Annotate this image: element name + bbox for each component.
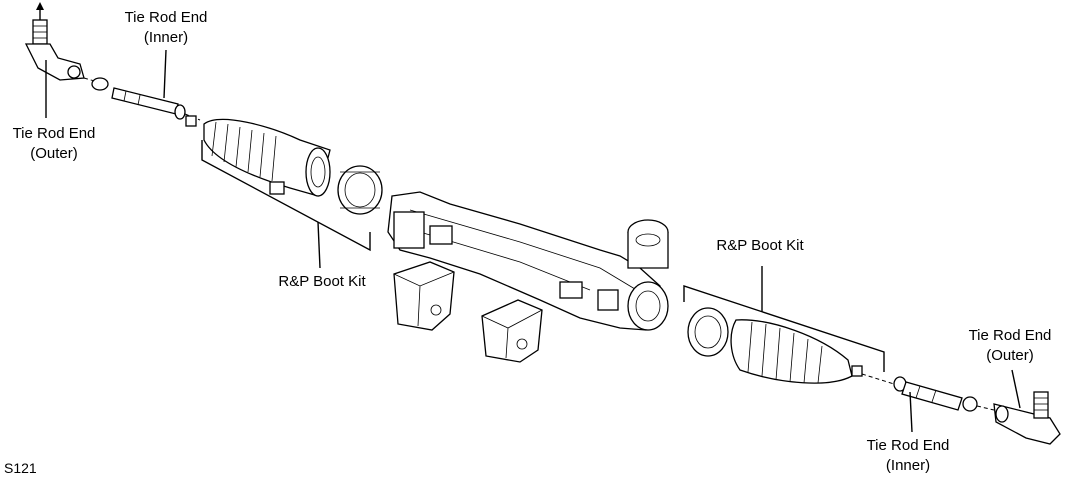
sheet-id: S121 <box>4 460 37 476</box>
label-tie-rod-outer-right: Tie Rod End (Outer) <box>958 326 1062 366</box>
label-text: R&P Boot Kit <box>278 273 366 290</box>
label-line-1: Tie Rod End <box>968 327 1052 344</box>
label-tie-rod-inner-left: Tie Rod End (Inner) <box>116 8 216 48</box>
left-inner-tie-rod-end <box>91 77 201 127</box>
right-inner-tie-rod-end <box>893 376 995 412</box>
left-outer-tie-rod-end <box>24 2 99 83</box>
label-text: R&P Boot Kit <box>716 237 804 254</box>
left-boot-clamp <box>337 165 383 215</box>
label-tie-rod-inner-right: Tie Rod End (Inner) <box>856 436 960 476</box>
mount-bushing-left <box>393 261 455 331</box>
label-tie-rod-outer-left: Tie Rod End (Outer) <box>2 124 106 164</box>
left-steering-boot <box>203 118 331 197</box>
left-boot-kit-bracket <box>201 140 371 269</box>
label-line-2: (Inner) <box>885 457 931 474</box>
label-boot-kit-right: R&P Boot Kit <box>700 236 820 256</box>
right-outer-tie-rod-end <box>993 391 1061 445</box>
label-line-1: Tie Rod End <box>866 437 950 454</box>
label-line-2: (Inner) <box>143 29 189 46</box>
rack-housing <box>387 191 669 331</box>
label-boot-kit-left: R&P Boot Kit <box>262 272 382 292</box>
right-boot-kit-bracket <box>683 266 885 372</box>
label-line-1: Tie Rod End <box>12 125 96 142</box>
leader-lines <box>45 49 1021 433</box>
mount-bushing-right <box>481 299 543 363</box>
label-line-2: (Outer) <box>30 145 78 162</box>
right-boot-clamp <box>687 307 729 357</box>
right-steering-boot <box>730 319 895 385</box>
label-line-1: Tie Rod End <box>124 9 208 26</box>
label-line-2: (Outer) <box>986 347 1034 364</box>
